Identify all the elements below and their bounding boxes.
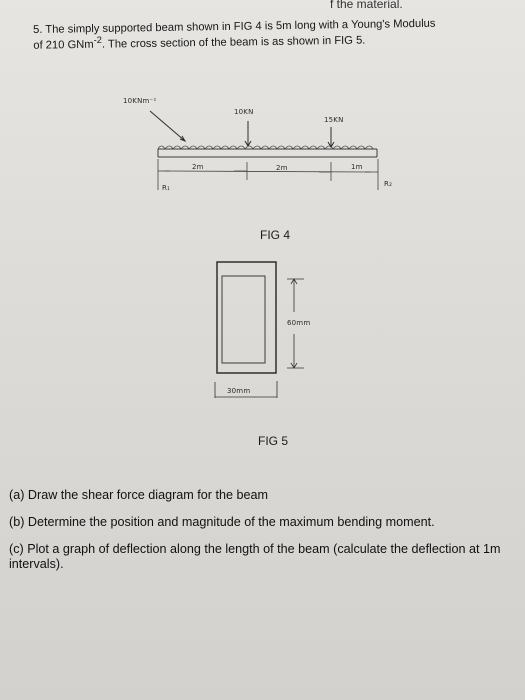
point-load-2-label: 15KN [324, 116, 344, 124]
figure-4-caption: FIG 4 [260, 228, 291, 242]
right-reaction-label: R₂ [384, 180, 392, 188]
span-1-label: 2m [192, 163, 204, 171]
part-c: (c) Plot a graph of deflection along the… [9, 542, 514, 572]
point-load-1-arrowhead [244, 140, 252, 147]
height-arrow-bottom [290, 362, 298, 369]
udl-arrow [149, 110, 186, 142]
cross-section-height-label: 60mm [287, 319, 310, 327]
point-load-1-label: 10KN [234, 108, 254, 116]
part-a-letter: (a) [9, 488, 25, 502]
part-b-letter: (b) [9, 515, 25, 529]
cross-section-inner-outline [221, 275, 266, 364]
cross-section-outline [216, 261, 277, 374]
part-a-text: Draw the shear force diagram for the bea… [27, 488, 268, 502]
span-2-label: 2m [276, 164, 288, 172]
distributed-load-wave [157, 145, 374, 150]
point-load-2-arrowhead [327, 141, 335, 148]
part-b-text: Determine the position and magnitude of … [27, 515, 435, 529]
part-a: (a) Draw the shear force diagram for the… [9, 488, 514, 503]
height-arrow-top [290, 278, 298, 285]
beam-diagram: 10KNm⁻¹ 10KN 15KN 2m 2m 1m R₁ R₂ [123, 97, 392, 192]
part-c-text: Plot a graph of deflection along the len… [9, 542, 501, 571]
part-c-letter: (c) [9, 542, 24, 556]
cross-section-width-label: 30mm [227, 387, 250, 395]
figure-5-caption: FIG 5 [258, 434, 289, 448]
udl-label: 10KNm⁻¹ [123, 97, 156, 105]
span-3-label: 1m [351, 163, 363, 171]
udl-arrowhead [179, 135, 187, 143]
cropped-page-header: f the material. [330, 0, 403, 8]
part-b: (b) Determine the position and magnitude… [9, 515, 514, 530]
cross-section-diagram: 60mm 30mm [214, 261, 310, 398]
dimension-line [164, 170, 371, 173]
left-reaction-label: R₁ [162, 184, 170, 192]
question-parts: (a) Draw the shear force diagram for the… [9, 488, 514, 572]
